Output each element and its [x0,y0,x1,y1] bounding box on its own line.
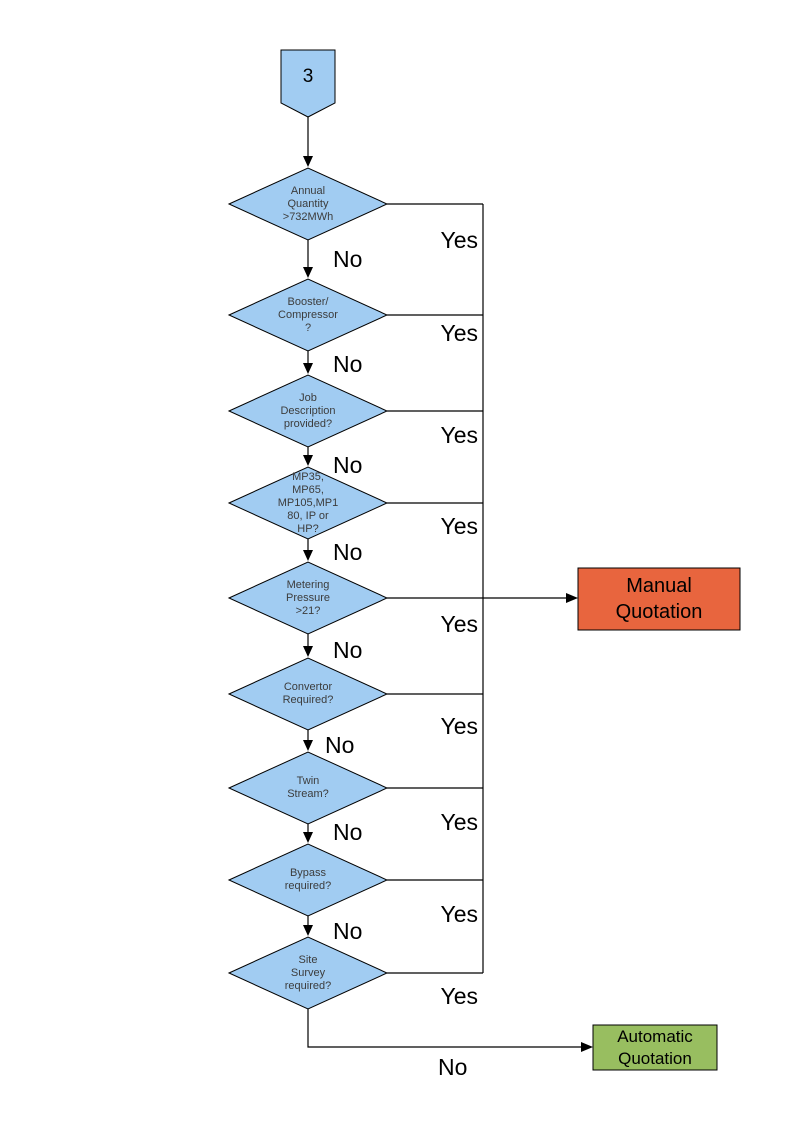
decision-annual-quantity-shape [227,167,389,241]
edge-label-no-1: No [333,246,363,272]
decision-pressure-tier-shape [227,466,389,540]
arrowhead-d1 [303,156,313,167]
edge-label-no-4: No [333,539,363,565]
offpage-connector-shape [280,49,336,118]
edge-label-no-6: No [325,732,355,758]
edge-label-no-3: No [333,452,363,478]
arrowhead-d3 [303,363,313,374]
arrowhead-d5 [303,550,313,561]
edge-label-yes-1: Yes [440,227,478,253]
arrowhead-d7 [303,740,313,751]
decision-convertor-required-shape [227,657,389,731]
edge-label-yes-6: Yes [440,713,478,739]
decision-bypass-required-shape [227,843,389,917]
arrowhead-automatic [581,1042,593,1052]
edge-label-yes-2: Yes [440,320,478,346]
edge-label-no-8: No [333,918,363,944]
edge-label-no-5: No [333,637,363,663]
edge-to-automatic [307,1009,581,1048]
edge-label-yes-8: Yes [440,901,478,927]
arrowhead-d2 [303,267,313,278]
arrowhead-d8 [303,832,313,843]
edge-label-yes-3: Yes [440,422,478,448]
edge-label-yes-9: Yes [440,983,478,1009]
decision-twin-stream-shape [227,751,389,825]
decision-job-description-shape [227,374,389,448]
decision-booster-compressor-shape [227,278,389,352]
arrowhead-d4 [303,455,313,466]
automatic-quotation-box [592,1024,718,1071]
decision-site-survey-shape [227,936,389,1010]
edge-label-yes-4: Yes [440,513,478,539]
edge-label-no-9: No [438,1054,468,1080]
edge-label-yes-7: Yes [440,809,478,835]
edge-label-yes-5: Yes [440,611,478,637]
arrowhead-d9 [303,925,313,936]
edge-label-no-2: No [333,351,363,377]
arrowhead-d6 [303,646,313,657]
decision-metering-pressure-shape [227,561,389,635]
edge-label-no-7: No [333,819,363,845]
arrowhead-manual [566,593,578,603]
manual-quotation-box [577,567,741,631]
